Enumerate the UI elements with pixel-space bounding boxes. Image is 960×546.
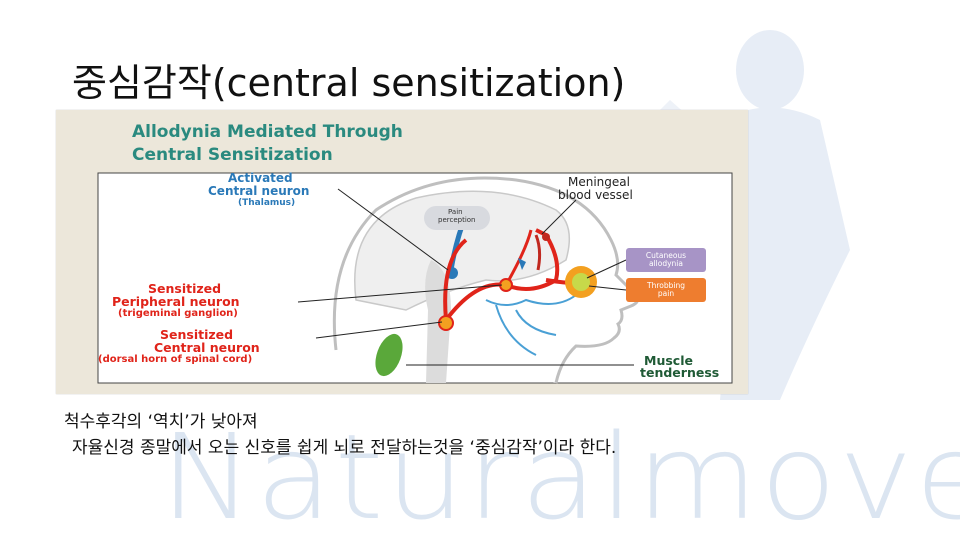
- badge-cutaneous: Cutaneous: [645, 250, 687, 260]
- label-blood-vessel: blood vessel: [558, 188, 633, 202]
- label-perception: perception: [438, 216, 476, 224]
- diagram-title-line1: Allodynia Mediated Through: [132, 122, 403, 142]
- label-central-neuron: Central neuron: [208, 184, 310, 198]
- label-peripheral-neuron: Peripheral neuron: [112, 294, 240, 309]
- badge-throbbing: Throbbing: [647, 280, 685, 290]
- body-text-line2: 자율신경 종말에서 오는 신호를 쉽게 뇌로 전달하는것을 ‘중심감작’이라 한…: [72, 438, 617, 458]
- label-central-neuron-spinal: Central neuron: [154, 340, 260, 355]
- slide-title: 중심감작(central sensitization): [72, 61, 626, 105]
- label-trigeminal-ganglion: (trigeminal ganglion): [118, 308, 238, 319]
- badge-allodynia: allodynia: [649, 259, 683, 268]
- label-meningeal: Meningeal: [568, 175, 630, 189]
- label-pain: Pain: [448, 208, 463, 216]
- label-muscle: Muscle: [644, 353, 693, 368]
- label-tenderness: tenderness: [640, 365, 720, 380]
- label-sensitized-peripheral: Sensitized: [148, 281, 222, 296]
- label-activated: Activated: [228, 171, 293, 185]
- diagram-title-line2: Central Sensitization: [132, 145, 333, 165]
- badge-pain: pain: [657, 289, 675, 298]
- watermark-text: Naturalmove: [160, 408, 960, 546]
- label-sensitized-central: Sensitized: [160, 327, 234, 342]
- label-dorsal-horn: (dorsal horn of spinal cord): [98, 354, 253, 365]
- body-text-line1: 척수후각의 ‘역치’가 낮아져: [64, 412, 258, 432]
- label-thalamus: (Thalamus): [238, 198, 296, 208]
- allodynia-diagram: Allodynia Mediated Through Central Sensi…: [56, 110, 748, 394]
